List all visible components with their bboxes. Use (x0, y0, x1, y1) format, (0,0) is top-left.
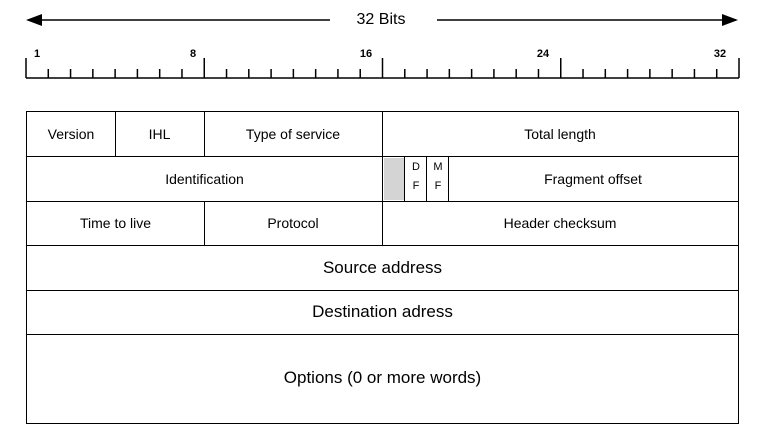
ruler-ticks (25, 58, 740, 78)
fragment-offset-field: Fragment offset (544, 170, 642, 187)
df-flag-bottom: F (412, 180, 420, 192)
ip-header-diagram: Version IHL Type of service Total length… (26, 111, 739, 424)
df-flag-top: D (412, 161, 420, 173)
reserved-bit (384, 158, 404, 200)
row3-divider-ttl-protocol (204, 201, 205, 245)
source-address-field: Source address (322, 257, 443, 277)
row1-divider-ihl-tos (204, 112, 205, 156)
version-field: Version (47, 126, 95, 142)
arrow-head-right-icon (722, 14, 738, 26)
row1-divider-version-ihl (115, 112, 116, 156)
protocol-field: Protocol (267, 215, 319, 231)
total-length-field: Total length (524, 126, 596, 142)
bits-label: 32 Bits (0, 10, 762, 30)
flag-divider-2 (426, 156, 427, 201)
tick-label-24: 24 (536, 48, 550, 60)
tick-label-1: 1 (33, 48, 41, 60)
bits-label-text: 32 Bits (352, 11, 410, 28)
row-divider-4 (27, 290, 738, 291)
flag-divider-1 (404, 156, 405, 201)
type-of-service-field: Type of service (245, 126, 341, 142)
tick-label-32: 32 (713, 48, 727, 60)
flag-divider-3 (448, 156, 449, 201)
arrow-head-left-icon (26, 14, 42, 26)
options-field: Options (0 or more words) (283, 368, 482, 387)
time-to-live-field: Time to live (79, 215, 152, 231)
bit-scale-graphic (25, 14, 740, 79)
ihl-field: IHL (148, 126, 171, 142)
mf-flag-bottom: F (434, 180, 442, 192)
half-word-divider (382, 112, 383, 245)
row-divider-5 (27, 334, 738, 335)
tick-label-16: 16 (359, 48, 373, 60)
identification-field: Identification (165, 170, 244, 187)
tick-label-8: 8 (189, 48, 197, 60)
header-checksum-field: Header checksum (503, 215, 617, 231)
row-divider-3 (27, 245, 738, 246)
destination-address-field: Destination adress (312, 302, 453, 321)
mf-flag-top: M (433, 161, 443, 173)
bit-scale: 32 Bits 1 8 16 24 32 (0, 0, 762, 100)
